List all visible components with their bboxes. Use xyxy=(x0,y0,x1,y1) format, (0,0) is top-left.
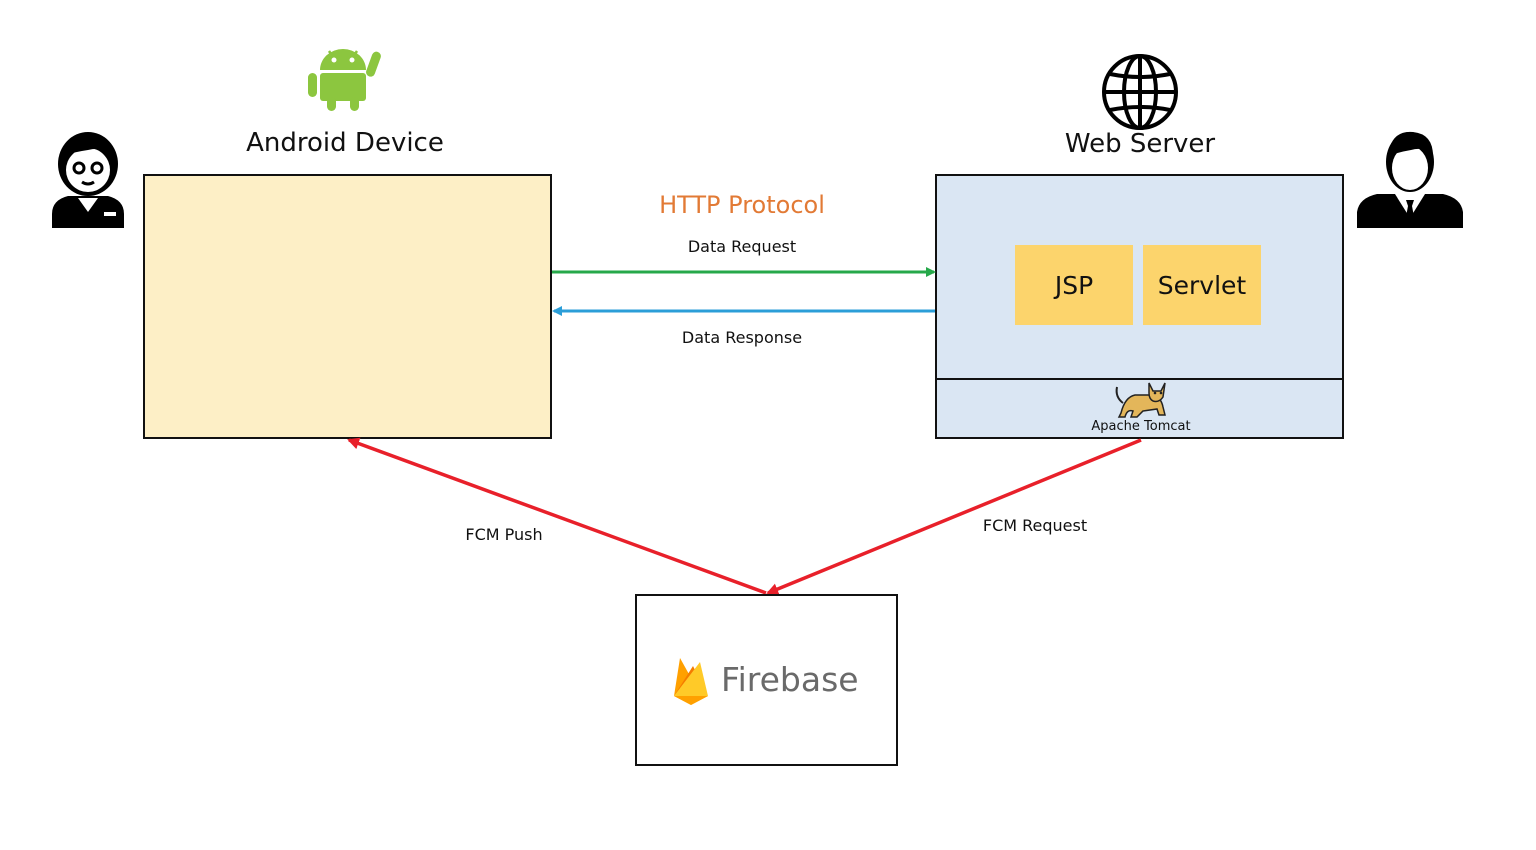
fcm-push-arrow xyxy=(347,437,767,595)
android-robot-icon xyxy=(308,49,381,111)
globe-icon xyxy=(1102,54,1178,130)
firebase-flame-icon xyxy=(674,658,708,705)
admin-businessman-icon xyxy=(1357,131,1463,228)
http-protocol-label: HTTP Protocol xyxy=(659,191,825,219)
tomcat-cat-icon xyxy=(1115,382,1166,418)
firebase-label: Firebase xyxy=(721,660,859,699)
fcm-request-arrow xyxy=(766,438,1142,595)
web-server-box: JSP Servlet Apache Tomcat xyxy=(935,174,1344,439)
server-divider xyxy=(937,378,1342,380)
fcm-request-label: FCM Request xyxy=(982,516,1088,535)
jsp-component: JSP xyxy=(1015,245,1133,325)
data-response-label: Data Response xyxy=(681,328,803,347)
servlet-component: Servlet xyxy=(1143,245,1261,325)
web-server-title: Web Server xyxy=(1064,129,1216,159)
firebase-box: Firebase xyxy=(635,594,898,766)
user-icon xyxy=(52,132,124,228)
data-request-label: Data Request xyxy=(687,237,797,256)
fcm-push-label: FCM Push xyxy=(465,525,543,544)
android-device-title: Android Device xyxy=(246,128,444,158)
apache-tomcat-label: Apache Tomcat xyxy=(1091,419,1191,434)
android-device-box xyxy=(143,174,552,439)
